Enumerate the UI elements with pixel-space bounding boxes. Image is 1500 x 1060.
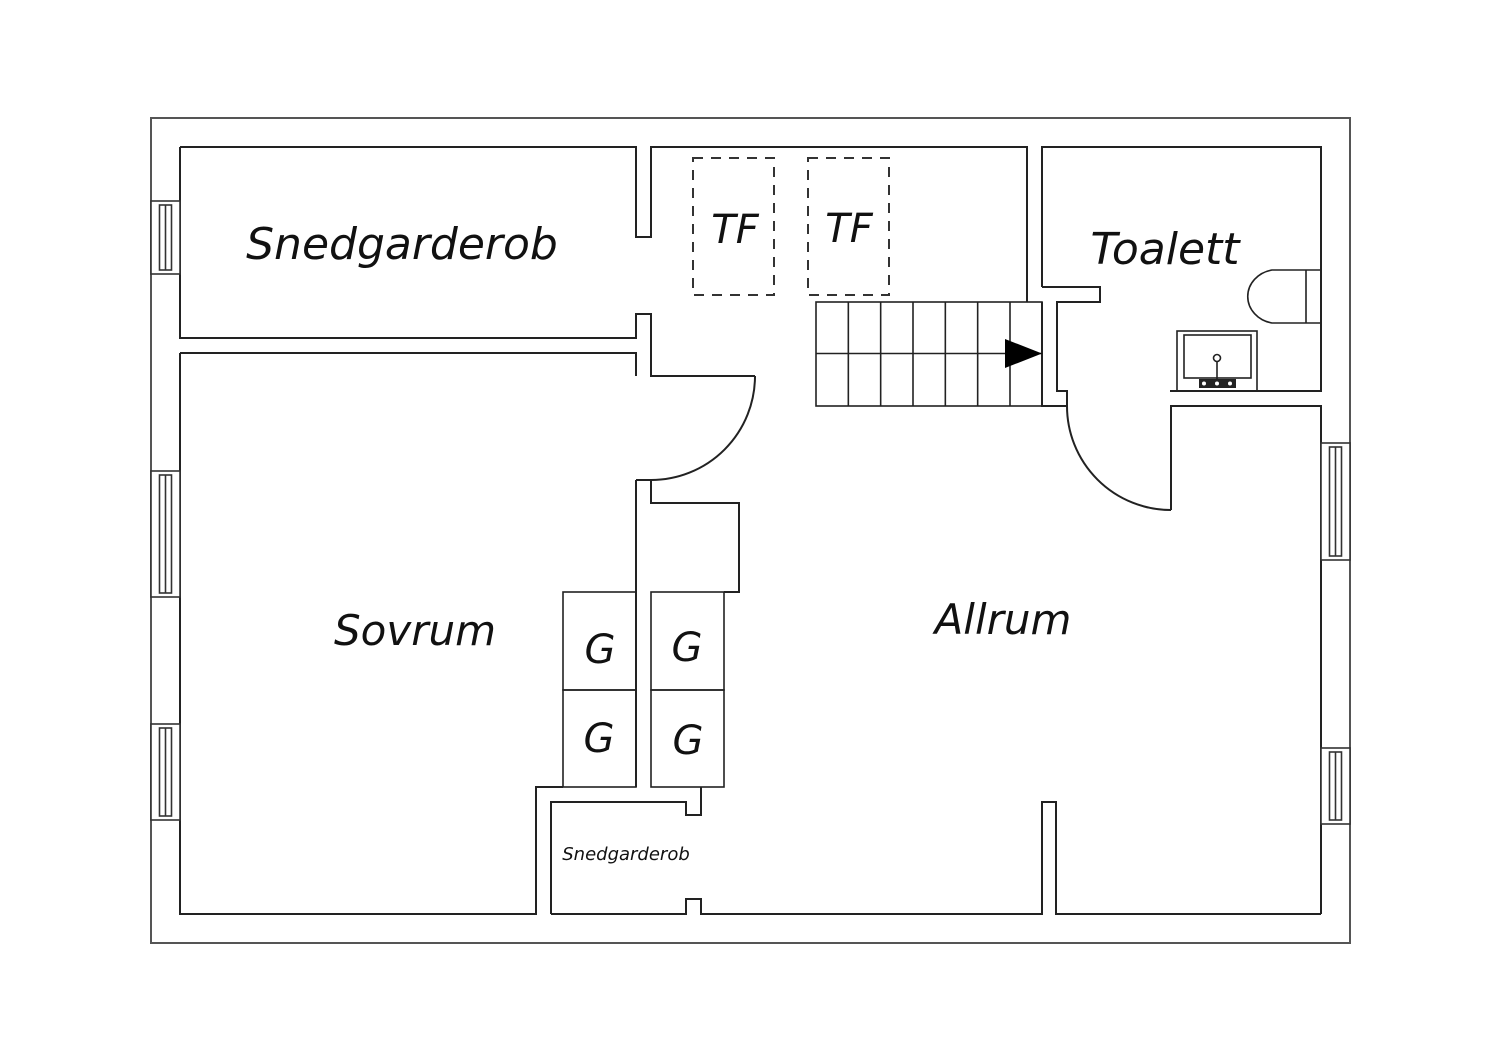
room-label-allrum: Allrum xyxy=(932,595,1072,644)
marker-g-4: G xyxy=(673,718,704,764)
window-right-1 xyxy=(1320,442,1351,561)
cabinet-g-3 xyxy=(562,689,637,788)
window-left-2 xyxy=(150,470,181,598)
tf-hatch-2 xyxy=(807,157,890,296)
room-label-snedgarderob-bottom: Snedgarderob xyxy=(562,844,690,865)
tf-hatch-1 xyxy=(692,157,775,296)
wall-sovrum xyxy=(180,352,637,376)
room-label-snedgarderob-top: Snedgarderob xyxy=(246,219,558,270)
window-left-3 xyxy=(150,723,181,821)
wall-snedgarderob-bottom xyxy=(550,787,702,914)
wall-snedgarderob-top xyxy=(180,146,1028,302)
wall-allrum-right xyxy=(1170,405,1322,914)
staircase xyxy=(815,301,1043,407)
wall-toalett-inner xyxy=(1041,286,1101,407)
marker-tf-2: TF xyxy=(825,206,873,252)
door-swing-toalett xyxy=(1066,405,1172,511)
room-label-sovrum: Sovrum xyxy=(334,606,496,655)
window-left-1 xyxy=(150,200,181,275)
stair-direction-arrow-icon xyxy=(1005,339,1042,368)
wall-toalett xyxy=(1041,146,1322,392)
door-swing-sovrum xyxy=(650,375,756,481)
marker-g-3: G xyxy=(584,716,615,762)
marker-g-2: G xyxy=(672,625,703,671)
marker-tf-1: TF xyxy=(711,207,759,253)
toilet-icon xyxy=(1247,269,1321,324)
room-label-toalett: Toalett xyxy=(1090,224,1241,275)
cabinet-g-4 xyxy=(650,689,725,788)
sink-icon xyxy=(1176,330,1258,392)
window-right-2 xyxy=(1320,747,1351,825)
wall-snedgarderob-top-bottom xyxy=(179,147,755,377)
wall-bottom-run xyxy=(551,801,1321,915)
marker-g-1: G xyxy=(585,627,616,673)
